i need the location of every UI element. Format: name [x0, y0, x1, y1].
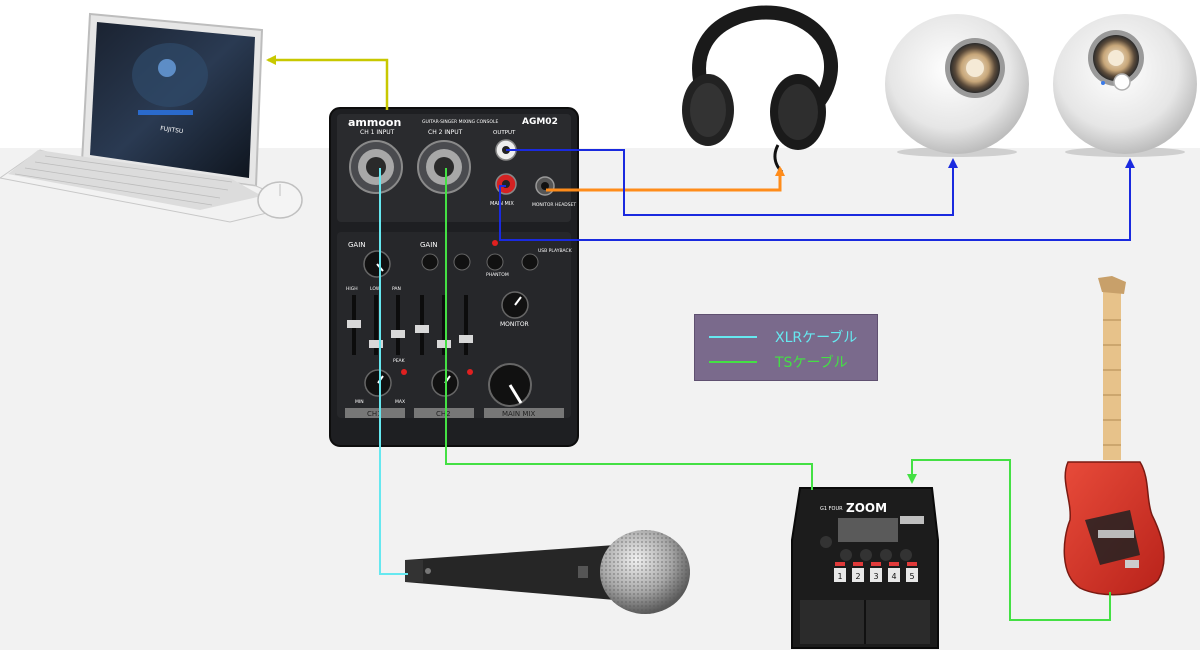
mixer-brand: ammoon — [348, 116, 401, 129]
pedal-button-5[interactable] — [906, 568, 918, 582]
legend-row-xlr: XLRケーブル — [709, 327, 857, 347]
zoom-pedal: G1 FOUR ZOOM 1 2 3 4 5 — [791, 487, 939, 649]
mixer-model: AGM02 — [522, 117, 558, 127]
monitor-headset-label: MONITOR HEADSET — [532, 202, 576, 208]
pedal-led-1 — [835, 562, 845, 566]
cable-ts-guitar — [907, 459, 1111, 621]
mixer: ammoon GUITAR-SINGER MIXING CONSOLE AGM0… — [329, 107, 579, 447]
main-mix-knob[interactable] — [488, 363, 532, 407]
headset-jack[interactable] — [535, 176, 555, 196]
output-rca-left[interactable] — [495, 139, 517, 161]
cable-usb — [266, 55, 389, 110]
mixer-subtitle: GUITAR-SINGER MIXING CONSOLE — [422, 119, 498, 125]
usb-playback-label: USB PLAYBACK — [538, 248, 573, 254]
pedal-button-4[interactable] — [888, 568, 900, 582]
pedal-knobs[interactable] — [820, 536, 912, 561]
pedal-button-label-2: 2 — [855, 572, 860, 581]
pedal-model: G1 FOUR — [820, 506, 843, 512]
pedal-led-5 — [907, 562, 917, 566]
monitor-knob[interactable] — [501, 291, 529, 319]
gain-button-high[interactable] — [421, 253, 439, 271]
cable-speaker-right — [499, 158, 1135, 241]
pedal-buttons[interactable]: 1 2 3 4 5 — [834, 562, 918, 582]
cable-legend: XLRケーブル TSケーブル — [694, 314, 878, 381]
gain-button-mic-line[interactable] — [453, 253, 471, 271]
legend-text-xlr: XLRケーブル — [775, 330, 858, 346]
ch2-label: CH2 — [436, 410, 451, 418]
pedal-button-label-4: 4 — [891, 572, 896, 581]
low-label: LOW — [370, 286, 381, 292]
electric-guitar — [1063, 276, 1165, 596]
legend-text-ts: TSケーブル — [775, 355, 848, 371]
phantom-label: PHANTOM — [486, 272, 509, 278]
main-mix-strip-label: MAIN MIX — [502, 410, 535, 418]
output-label: OUTPUT — [493, 130, 516, 136]
legend-row-ts: TSケーブル — [709, 352, 848, 372]
pedal-display — [838, 518, 898, 542]
main-mix-label: MAIN MIX — [490, 201, 514, 207]
pan-label: PAN — [392, 286, 401, 292]
peak-led-ch1 — [401, 369, 407, 375]
ch1-label: CH1 — [367, 410, 382, 418]
cable-headphone — [546, 166, 785, 192]
max-label: MAX — [395, 399, 405, 405]
high-label: HIGH — [346, 286, 358, 292]
speaker-left — [885, 14, 1029, 157]
pedal-led-2 — [853, 562, 863, 566]
pedal-button-label-1: 1 — [837, 572, 842, 581]
pedal-button-1[interactable] — [834, 568, 846, 582]
legend-line-ts — [709, 361, 757, 363]
laptop: FUJITSU — [0, 12, 302, 223]
gain-label-ch1: GAIN — [348, 241, 366, 249]
ch1-input-label: CH 1 INPUT — [360, 129, 395, 136]
min-label: MIN — [355, 399, 364, 405]
pedal-button-label-5: 5 — [909, 572, 914, 581]
legend-line-xlr — [709, 336, 757, 338]
pedal-led-3 — [871, 562, 881, 566]
phantom-button[interactable] — [486, 240, 504, 271]
pedal-setting-button[interactable] — [900, 516, 924, 524]
headphones — [682, 5, 838, 174]
speaker-right — [1053, 14, 1197, 157]
ch2-input-jack[interactable] — [417, 140, 471, 194]
faders-ch1[interactable] — [347, 295, 405, 355]
pedal-button-2[interactable] — [852, 568, 864, 582]
mouse — [257, 181, 303, 219]
level-knob-ch1[interactable] — [364, 369, 392, 397]
faders-ch2[interactable] — [415, 295, 473, 355]
laptop-brand: FUJITSU — [160, 125, 184, 135]
gain-knob-ch1[interactable] — [363, 250, 391, 278]
cable-ts-pedal — [445, 168, 813, 490]
usb-playback-button[interactable] — [521, 253, 539, 271]
pedal-button-3[interactable] — [870, 568, 882, 582]
background-panel-left — [0, 216, 330, 650]
pedal-button-label-3: 3 — [873, 572, 878, 581]
peak-label: PEAK — [393, 358, 406, 364]
pedal-brand: ZOOM — [846, 501, 887, 515]
peak-led-ch2 — [467, 369, 473, 375]
ch1-input-jack[interactable] — [349, 140, 403, 194]
pedal-led-4 — [889, 562, 899, 566]
ch2-input-label: CH 2 INPUT — [428, 129, 463, 136]
monitor-label: MONITOR — [500, 321, 529, 328]
cable-speaker-left — [506, 149, 958, 216]
gain-label-ch2: GAIN — [420, 241, 438, 249]
cable-xlr — [379, 168, 408, 575]
microphone — [405, 530, 690, 614]
